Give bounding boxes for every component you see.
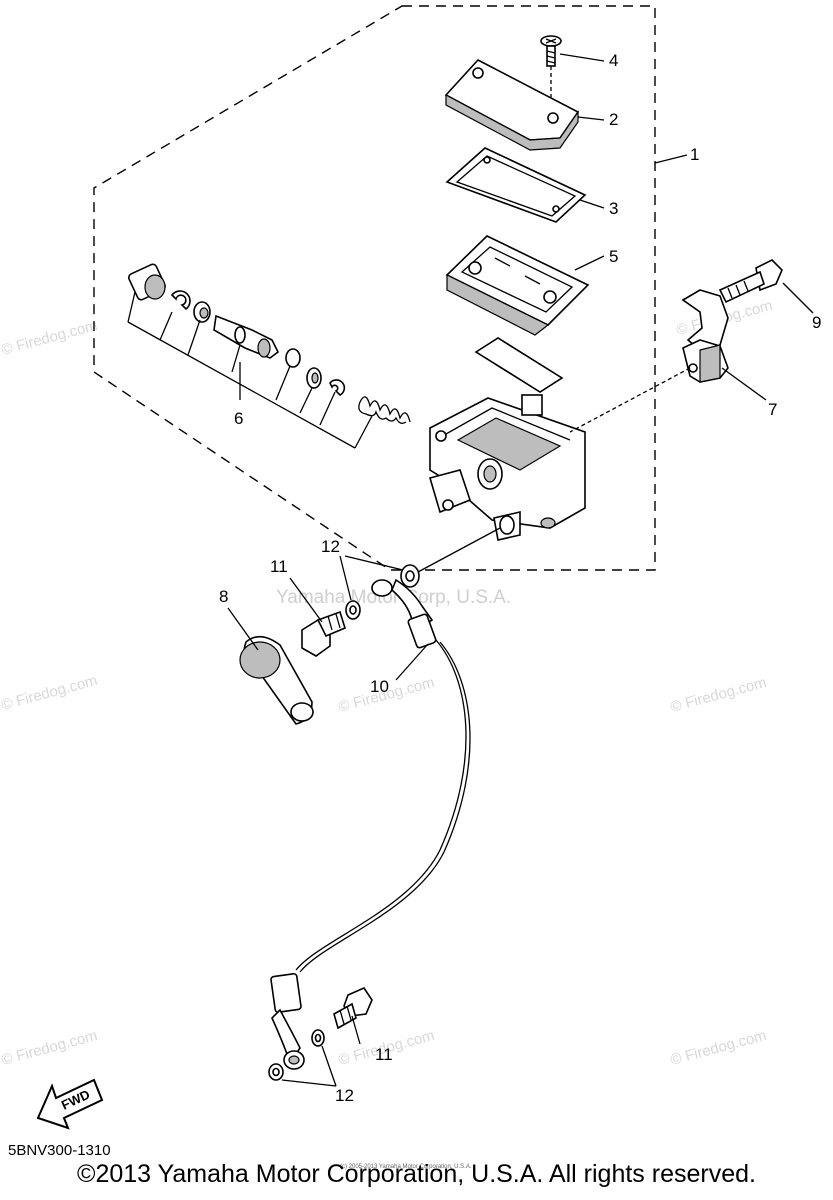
copyright-notice: ©2013 Yamaha Motor Corporation, U.S.A. A… [77, 1160, 756, 1188]
reservoir-cap-part-2 [444, 59, 580, 151]
callout-8: 8 [219, 587, 228, 606]
bolt-part-9 [718, 259, 783, 304]
diagram-code: 5BNV300-1310 [8, 1142, 111, 1159]
callout-7: 7 [768, 400, 777, 419]
callout-2: 2 [609, 110, 618, 129]
watermark: © Firedog.com [0, 672, 99, 714]
boot-part-8 [239, 635, 314, 725]
callout-11-bottom: 11 [375, 1045, 393, 1064]
callout-5: 5 [609, 247, 618, 266]
watermark: © Firedog.com [0, 1027, 99, 1069]
callout-12-bottom: 12 [335, 1086, 354, 1105]
callout-10: 10 [370, 677, 389, 696]
watermark: © Firedog.com [0, 317, 99, 359]
watermark: © Firedog.com [669, 1027, 769, 1069]
callout-6: 6 [234, 409, 243, 428]
brake-hose-part-10 [270, 578, 471, 1070]
piston-kit-part-6 [127, 263, 411, 449]
callout-4: 4 [609, 51, 618, 70]
assembly-boundary [93, 5, 656, 571]
callout-1: 1 [690, 145, 699, 164]
leader-lines [227, 53, 814, 1087]
spring [358, 396, 411, 424]
watermark: © Firedog.com [669, 674, 769, 716]
diaphragm-plate-part-3 [445, 147, 587, 223]
fwd-arrow-icon: FWD [36, 1078, 104, 1130]
watermark-yamaha: Yamaha Motor Corp, U.S.A. [276, 587, 511, 608]
holder-part-7 [681, 289, 729, 383]
diaphragm-part-5 [445, 235, 590, 336]
callout-11-top: 11 [270, 557, 288, 576]
callout-labels: 1 2 3 4 5 6 7 8 9 10 11 11 12 12 [219, 51, 821, 1105]
banjo-fittings-bottom [268, 986, 373, 1081]
banjo-fittings-top [301, 564, 420, 657]
master-cylinder-body [429, 394, 586, 541]
callout-9: 9 [812, 313, 821, 332]
callout-12-top: 12 [321, 537, 340, 556]
float-plate [474, 337, 564, 393]
fine-print: (c) 2005-2013 Yamaha Motor Corporation, … [340, 1164, 472, 1170]
callout-3: 3 [609, 199, 618, 218]
